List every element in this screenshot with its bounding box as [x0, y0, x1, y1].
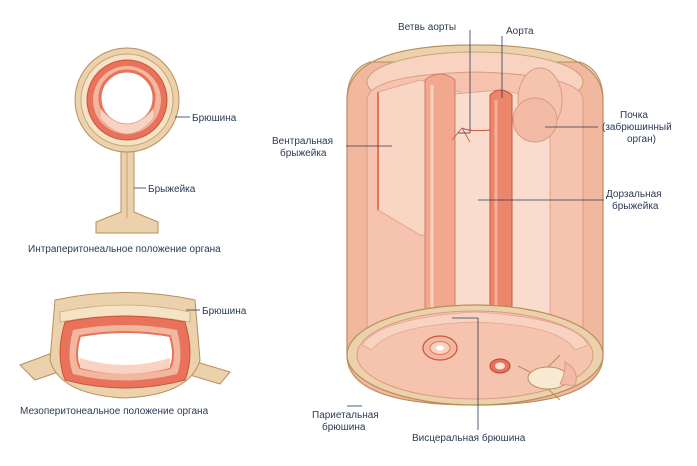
mesoperitoneal-caption: Мезоперитонеальное положение органа: [20, 406, 209, 417]
dorsal-mesentery-label-1: Дорзальная: [606, 189, 662, 200]
intraperitoneal-caption: Интраперитонеальное положение органа: [28, 244, 221, 255]
kidney-label-2: (забрюшинный: [602, 121, 672, 133]
parietal-peritoneum-label-1: Париетальная: [312, 410, 379, 421]
kidney-label-3: орган): [627, 134, 656, 145]
peritoneum-label-bottom: Брюшина: [202, 306, 247, 317]
mesentery-label: Брыжейка: [148, 184, 196, 195]
intraperitoneal-figure: [74, 47, 190, 234]
aorta-label: Аорта: [506, 26, 534, 37]
dorsal-mesentery-label-2: брыжейка: [612, 200, 659, 212]
aorta-branch-label: Ветвь аорты: [398, 22, 456, 33]
kidney-label-1: Почка: [620, 110, 648, 121]
ventral-mesentery-label-2: брыжейка: [280, 147, 327, 159]
parietal-peritoneum-label-2: брюшина: [322, 421, 366, 433]
visceral-peritoneum-label: Висцеральная брюшина: [412, 432, 526, 444]
mesoperitoneal-figure: [19, 292, 231, 399]
ventral-mesentery-label-1: Вентральная: [272, 136, 333, 147]
peritoneum-label-top: Брюшина: [192, 113, 237, 124]
abdominal-cavity-figure: [346, 44, 604, 406]
